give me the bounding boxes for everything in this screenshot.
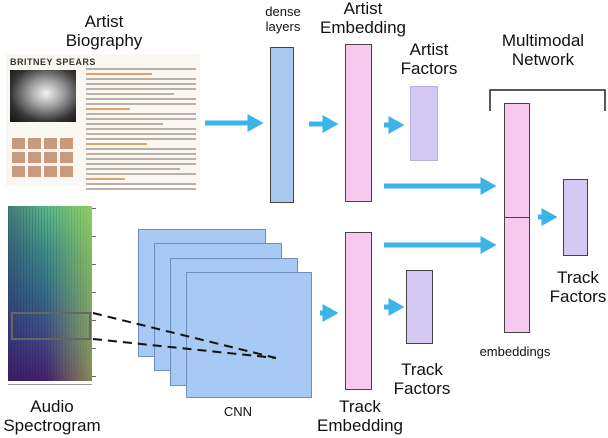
embeddings-label: embeddings bbox=[479, 344, 551, 359]
artist-factors-box bbox=[410, 86, 438, 161]
artist-photo bbox=[10, 70, 76, 122]
spectrogram-selection-window bbox=[11, 312, 91, 340]
track-factors-right-box bbox=[563, 179, 588, 256]
multimodal-bracket bbox=[489, 89, 606, 111]
photo-thumbnails bbox=[12, 138, 76, 177]
cnn-layer-4 bbox=[186, 272, 312, 398]
multimodal-embeddings-box bbox=[504, 103, 530, 333]
dashed-line-bottom bbox=[92, 338, 277, 359]
audio-spectrogram-image bbox=[8, 206, 96, 385]
biography-header: BRITNEY SPEARS bbox=[10, 57, 96, 67]
dense-layers-box bbox=[270, 47, 294, 203]
track-embedding-box bbox=[345, 232, 372, 390]
artist-embedding-box bbox=[345, 44, 372, 202]
dashed-line-top bbox=[92, 312, 277, 359]
biography-text-lines bbox=[86, 68, 196, 193]
track-factors-lower-box bbox=[406, 270, 433, 344]
artist-biography-image: BRITNEY SPEARS bbox=[6, 54, 200, 190]
cnn-label: CNN bbox=[223, 404, 253, 419]
embeddings-divider bbox=[504, 217, 530, 218]
